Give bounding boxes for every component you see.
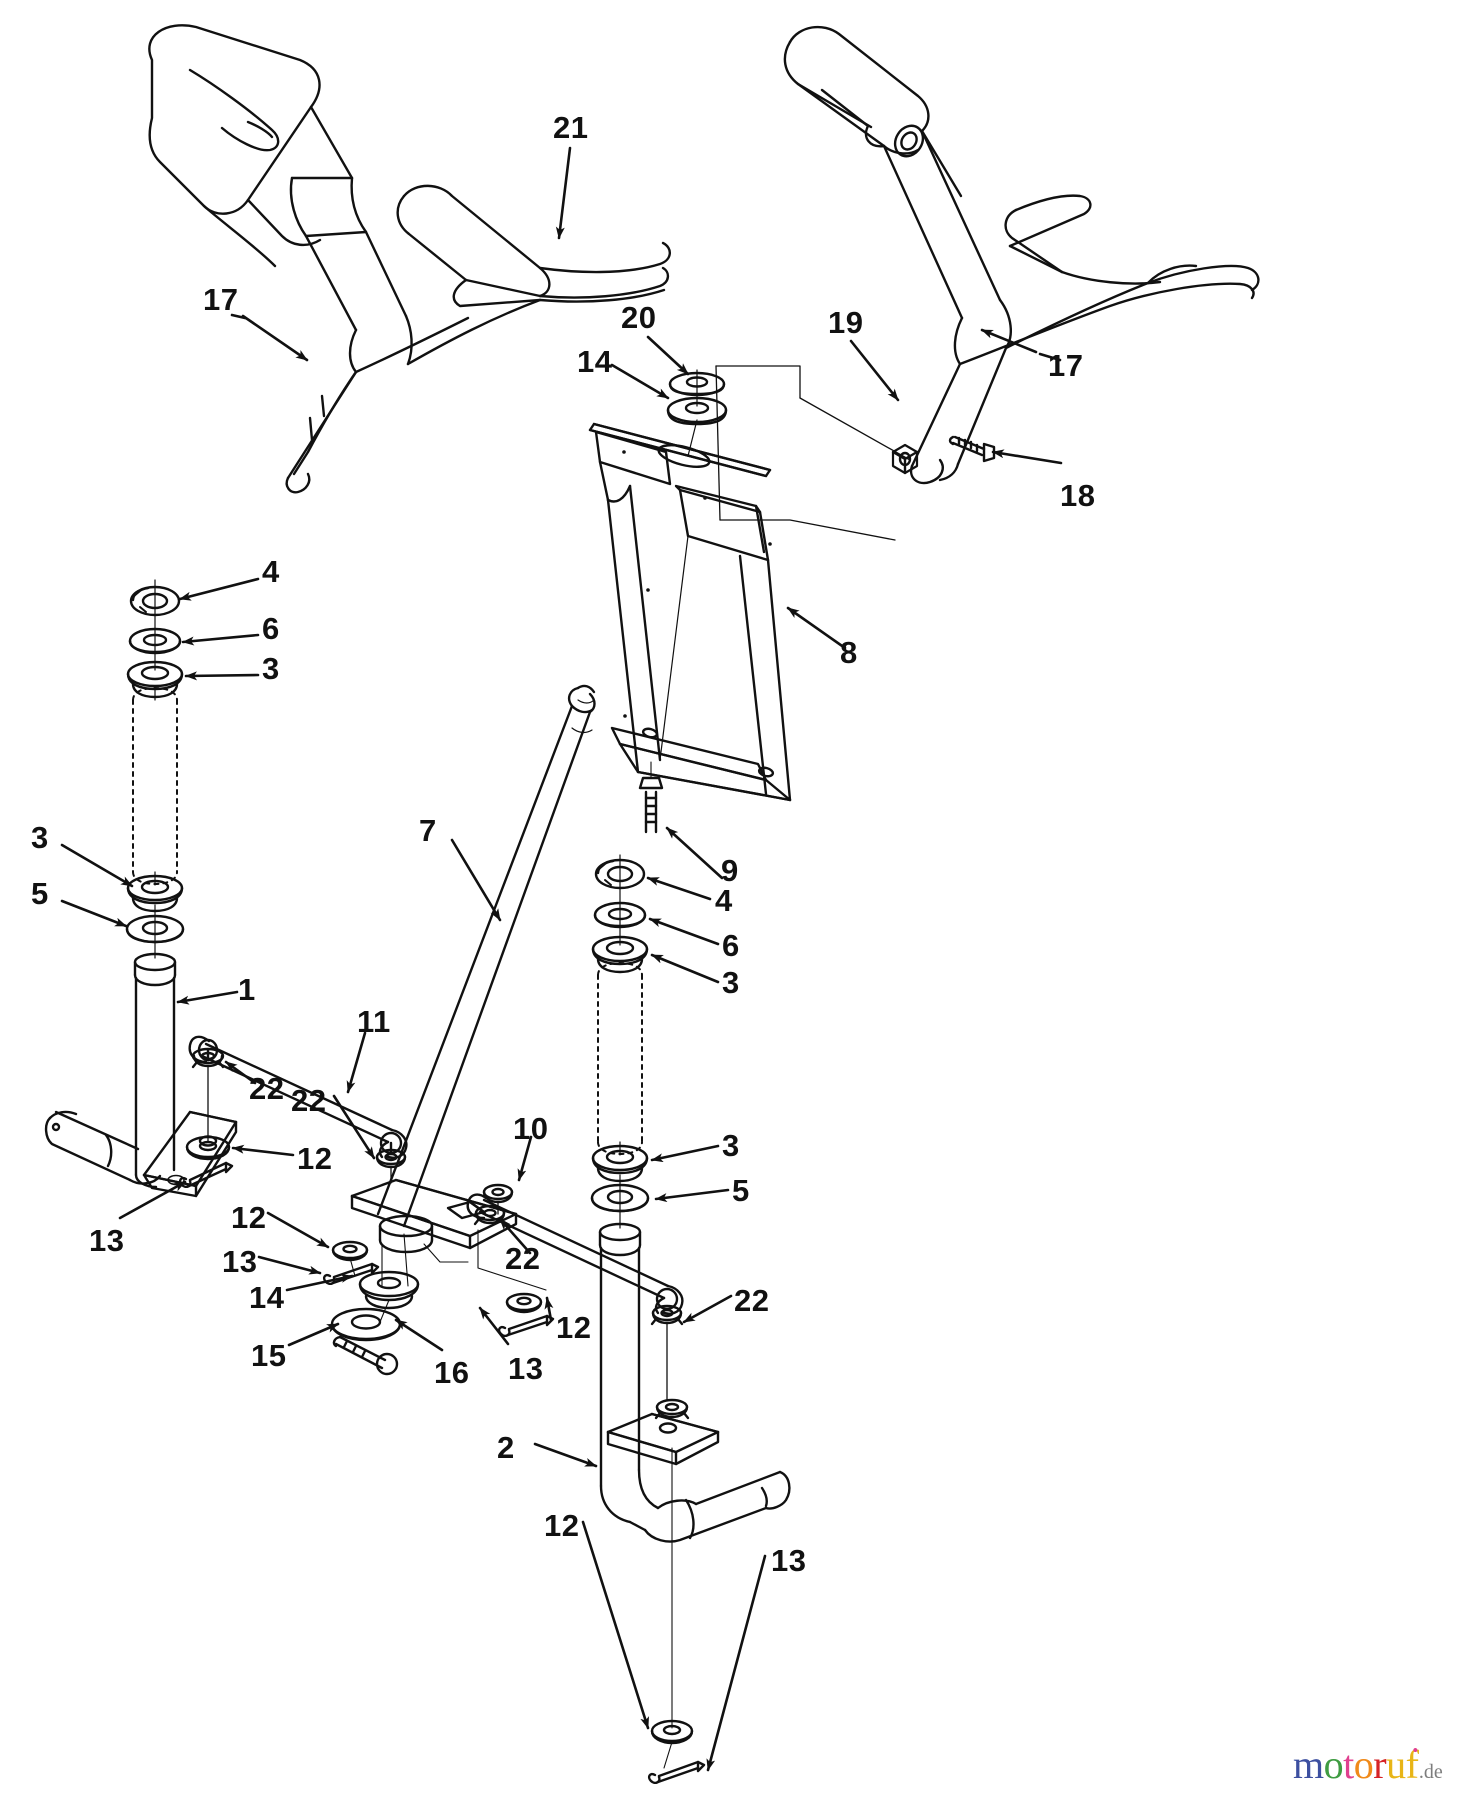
fastener-22-e-art [650, 1304, 684, 1401]
right-handlebar-art [783, 25, 1260, 485]
callout-number-12: 12 [231, 1200, 267, 1235]
steering-post-7-art [376, 684, 596, 1228]
tie-rod-10-art [466, 1193, 684, 1315]
callout-number-13: 13 [89, 1223, 125, 1258]
callout-number-9: 9 [721, 853, 739, 888]
callout-number-21: 21 [553, 110, 589, 145]
fastener-22-f-art [654, 1398, 690, 1420]
logo-tld: .de [1418, 1761, 1443, 1783]
callout-number-22: 22 [505, 1241, 541, 1276]
callout-number-17: 17 [203, 282, 239, 317]
locknut-19-art [891, 443, 919, 475]
callout-number-4: 4 [715, 883, 733, 918]
callout-number-7: 7 [419, 813, 437, 848]
callout-number-3: 3 [31, 820, 49, 855]
callout-number-12: 12 [556, 1310, 592, 1345]
callout-number-14: 14 [249, 1280, 285, 1315]
logo-letter-r-4: r [1373, 1742, 1387, 1787]
callout-number-2: 2 [497, 1430, 515, 1465]
cotter-pin-13-left-art [178, 1161, 234, 1189]
callout-number-15: 15 [251, 1338, 287, 1373]
callout-number-5: 5 [31, 876, 49, 911]
callout-number-6: 6 [262, 611, 280, 646]
cotter-pin-13-bottom-art [647, 1760, 706, 1785]
callout-number-12: 12 [297, 1141, 333, 1176]
logo-letter-u-5: u [1386, 1742, 1406, 1787]
spindle-2-art [598, 1222, 791, 1543]
logo-letter-m-0: m [1293, 1742, 1324, 1787]
callout-number-20: 20 [621, 300, 657, 335]
washer-16-center-art [330, 1307, 402, 1342]
pin-15-art [332, 1335, 399, 1376]
spacer-14-center-art [358, 1270, 420, 1310]
callout-number-19: 19 [828, 305, 864, 340]
bolt-18-art [948, 435, 996, 463]
callout-number-12: 12 [544, 1508, 580, 1543]
cotter-pin-13-midright-art [497, 1314, 555, 1338]
callout-number-8: 8 [840, 635, 858, 670]
callout-number-6: 6 [722, 928, 740, 963]
bracket-8-art [588, 422, 792, 802]
callout-number-13: 13 [508, 1351, 544, 1386]
left-handlebar-art [148, 24, 542, 494]
callout-number-1: 1 [238, 972, 256, 1007]
callout-number-13: 13 [771, 1543, 807, 1578]
callout-number-4: 4 [262, 554, 280, 589]
callout-number-3: 3 [262, 651, 280, 686]
logo-letter-o-3: o [1353, 1742, 1374, 1787]
callout-number-3: 3 [722, 965, 740, 1000]
callout-number-22: 22 [734, 1283, 770, 1318]
fastener-22-b-art [375, 1148, 407, 1184]
logo-letter-o-1: o [1323, 1742, 1344, 1787]
callout-number-22: 22 [291, 1083, 327, 1118]
logo-letter-f-6: f [1405, 1742, 1419, 1787]
callout-number-22: 22 [249, 1071, 285, 1106]
motoruf-logo: motoruf•.de [1293, 1742, 1443, 1785]
fastener-22-a-art [191, 1047, 225, 1143]
left-handlebar-grip-art [396, 184, 671, 308]
logo-dot-icon: • [1412, 1741, 1418, 1760]
logo-letter-t-2: t [1343, 1742, 1354, 1787]
callout-number-18: 18 [1060, 478, 1096, 513]
callout-number-16: 16 [434, 1355, 470, 1390]
bolt-9-art [638, 761, 664, 834]
callout-number-17: 17 [1048, 348, 1084, 383]
washer-12-midright-art [505, 1292, 543, 1314]
callout-number-14: 14 [577, 344, 613, 379]
callout-number-11: 11 [357, 1004, 391, 1039]
washer-12-center-art [331, 1240, 369, 1262]
callout-number-13: 13 [222, 1244, 258, 1279]
callout-number-3: 3 [722, 1128, 740, 1163]
washer-12-left-art [185, 1135, 231, 1161]
callout-number-10: 10 [513, 1111, 549, 1146]
callout-number-5: 5 [732, 1173, 750, 1208]
